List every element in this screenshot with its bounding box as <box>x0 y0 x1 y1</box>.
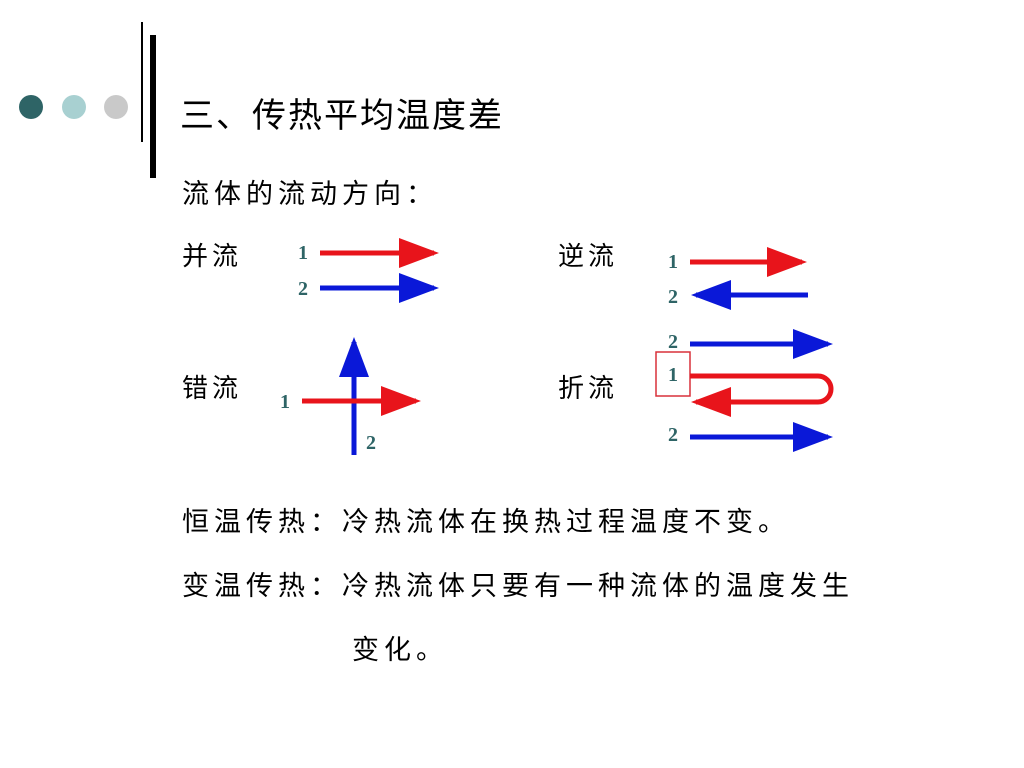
decor-vertical-line-thin <box>141 22 143 142</box>
foldedflow-diagram: 2 1 2 <box>655 329 834 452</box>
variable-temperature-definition-continued: 变化。 <box>352 635 448 666</box>
cocurrent-number-1: 1 <box>298 242 308 264</box>
cocurrent-label: 并流 <box>182 242 243 272</box>
crossflow-diagram: 1 2 <box>280 337 421 455</box>
foldedflow-hot-fluid-u-arrow <box>690 373 834 417</box>
crossflow-number-2: 2 <box>366 432 376 454</box>
decor-dot-dark <box>19 95 43 119</box>
foldedflow-number-2-bottom: 2 <box>668 424 678 446</box>
countercurrent-diagram: 1 2 <box>668 247 808 310</box>
decor-vertical-line-thick <box>150 35 156 178</box>
foldedflow-number-1: 1 <box>668 364 678 386</box>
cocurrent-diagram: 1 2 <box>298 238 439 303</box>
page-title: 三、传热平均温度差 <box>180 96 504 136</box>
countercurrent-number-2: 2 <box>668 286 678 308</box>
decor-dot-light <box>104 95 128 119</box>
crossflow-label: 错流 <box>182 374 243 404</box>
countercurrent-number-1: 1 <box>668 251 678 273</box>
countercurrent-label: 逆流 <box>558 242 619 272</box>
constant-temperature-definition: 恒温传热：冷热流体在换热过程温度不变。 <box>182 507 790 538</box>
foldedflow-number-2-top: 2 <box>668 331 678 353</box>
cocurrent-number-2: 2 <box>298 278 308 300</box>
decor-dot-mid <box>62 95 86 119</box>
flow-direction-heading: 流体的流动方向： <box>182 179 438 210</box>
variable-temperature-definition: 变温传热：冷热流体只要有一种流体的温度发生 <box>182 571 854 602</box>
foldedflow-label: 折流 <box>558 374 619 404</box>
crossflow-number-1: 1 <box>280 391 290 413</box>
